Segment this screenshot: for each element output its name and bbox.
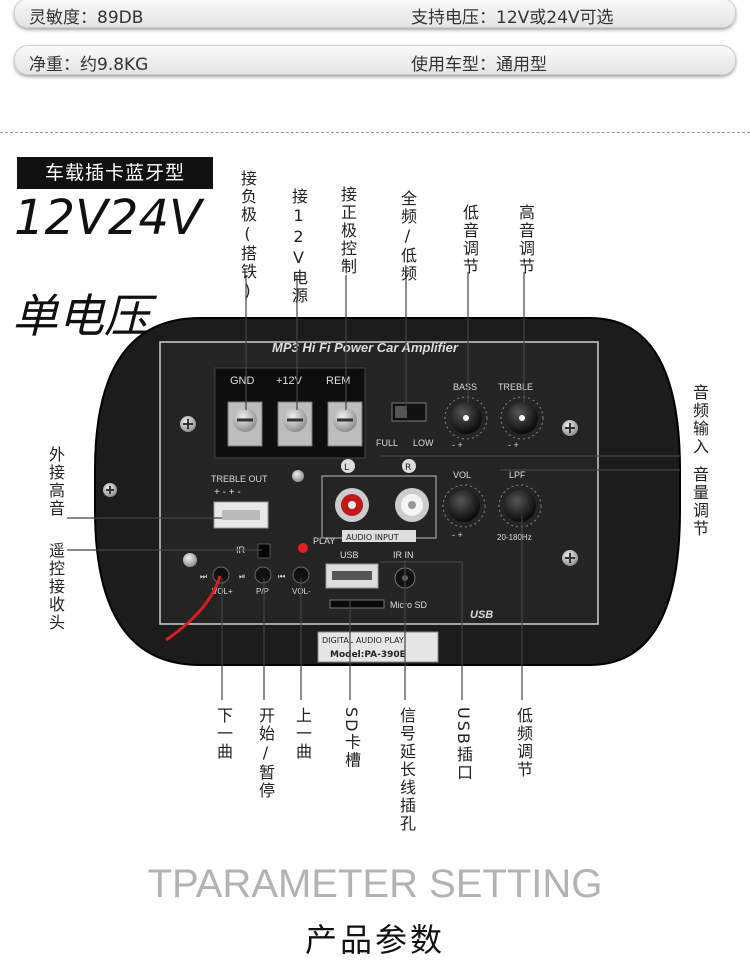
callout-volume-adjust: 音量调节 xyxy=(690,466,709,538)
micro-sd-slot xyxy=(329,599,385,609)
lpf-label: LPF xyxy=(509,470,526,480)
usb-logo: USB xyxy=(470,609,493,621)
treble-out-label: TREBLE OUT xyxy=(211,474,268,484)
channel-r-label: R xyxy=(405,463,411,473)
usb-label: USB xyxy=(340,550,359,560)
spec-vehicle: 使用车型：通用型 xyxy=(411,55,547,75)
callout-usb-port: USB插口 xyxy=(454,707,473,782)
play-label: PLAY xyxy=(313,536,335,546)
play-pause-button xyxy=(254,566,272,584)
callout-audio-input: 音频输入 xyxy=(690,384,709,456)
next-track-button xyxy=(212,566,230,584)
digital-audio-label: DIGITAL AUDIO PLAY xyxy=(322,636,404,645)
footer-title-en: TPARAMETER SETTING xyxy=(147,862,603,906)
callout-12v-power: 接12V电源 xyxy=(289,188,308,305)
bass-signs: - + xyxy=(452,440,463,450)
callout-sd-slot: SD卡槽 xyxy=(342,707,361,770)
spec-row-weight: 净重：约9.8KG 使用车型：通用型 xyxy=(14,45,736,75)
vol-label: VOL xyxy=(453,470,471,480)
treble-signs: - + xyxy=(508,440,519,450)
callout-next-track: 下一曲 xyxy=(214,707,233,761)
callout-ground: 接负极(搭铁) xyxy=(238,170,257,302)
callout-external-tweeter: 外接高音 xyxy=(46,446,65,518)
lpf-knob xyxy=(504,490,536,522)
panel-header: MP3 Hi Fi Power Car Amplifier xyxy=(272,340,459,355)
spec-sensitivity: 灵敏度：89DB xyxy=(29,8,144,28)
ir-in-label: IR IN xyxy=(393,550,414,560)
callout-play-pause: 开始/暂停 xyxy=(256,707,275,800)
callout-treble-adjust: 高音调节 xyxy=(516,204,535,276)
svg-text:⏭: ⏭ xyxy=(200,572,207,581)
footer-title-cn: 产品参数 xyxy=(304,921,445,959)
callout-extension-jack: 信号延长线插孔 xyxy=(397,707,416,833)
lpf-range-label: 20-180Hz xyxy=(497,533,532,542)
terminal-gnd-label: GND xyxy=(230,375,255,387)
section-divider xyxy=(0,132,750,133)
treble-out-signs: + - + - xyxy=(214,487,241,498)
play-led xyxy=(298,543,308,553)
voltage-title: 12V24V xyxy=(14,190,202,246)
audio-input-label: AUDIO INPUT xyxy=(346,533,399,542)
micro-sd-label: Micro SD xyxy=(390,600,428,610)
treble-label: TREBLE xyxy=(498,382,533,392)
svg-text:⏮: ⏮ xyxy=(278,572,285,581)
model-number: Model:PA-390E xyxy=(330,650,406,660)
callout-positive-control: 接正极控制 xyxy=(338,186,357,276)
terminal-12v-label: +12V xyxy=(276,375,303,387)
bass-label: BASS xyxy=(453,382,477,392)
spec-row-sensitivity: 灵敏度：89DB 支持电压：12V或24V可选 xyxy=(14,0,736,28)
ir-receiver xyxy=(257,543,271,559)
spec-weight: 净重：约9.8KG xyxy=(29,55,149,75)
volume-knob xyxy=(448,490,480,522)
terminal-rem-label: REM xyxy=(326,375,350,387)
callout-bass-adjust: 低音调节 xyxy=(460,204,479,276)
ir-wire xyxy=(165,575,222,642)
mounting-screw-icons xyxy=(103,416,578,567)
voltage-subtitle: 单电压 xyxy=(12,289,150,343)
leader-lines xyxy=(67,272,680,700)
channel-l-label: L xyxy=(344,463,349,473)
switch-low-label: LOW xyxy=(413,438,434,448)
model-plate xyxy=(317,631,439,663)
terminal-screw-icons xyxy=(227,401,363,447)
svg-text:⏯: ⏯ xyxy=(239,572,245,581)
vol-signs: - + xyxy=(452,530,463,540)
spec-voltage-support: 支持电压：12V或24V可选 xyxy=(411,8,614,28)
callout-full-low: 全频/低频 xyxy=(398,190,417,283)
callout-lpf-adjust: 低频调节 xyxy=(514,707,533,779)
btn-pp-label: P/P xyxy=(256,587,269,596)
product-type-badge: 车载插卡蓝牙型 xyxy=(17,157,213,189)
switch-full-label: FULL xyxy=(376,438,398,448)
callout-ir-receiver: 遥控接收头 xyxy=(46,542,65,632)
callout-prev-track: 上一曲 xyxy=(293,707,312,761)
